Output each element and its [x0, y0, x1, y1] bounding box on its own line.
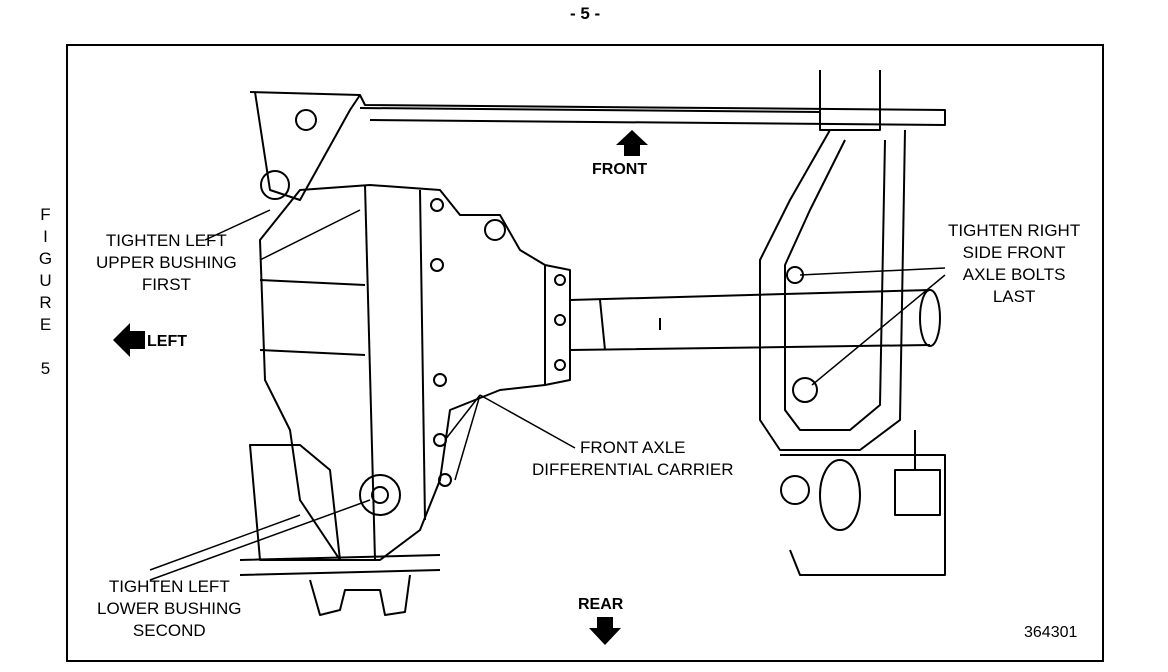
callout-line: TIGHTEN LEFT [105, 231, 227, 250]
leader-carrier-2 [444, 394, 481, 441]
callout-differential-carrier: FRONT AXLE DIFFERENTIAL CARRIER [532, 437, 734, 481]
figure-label: F I G U R E 5 [36, 204, 56, 380]
carrier-bolt [433, 433, 447, 447]
right-axle-bolt-lower [792, 377, 818, 403]
callout-left-lower-bushing: TIGHTEN LEFT LOWER BUSHING SECOND [97, 576, 242, 642]
figure-label-letter: U [39, 271, 53, 290]
bushing-upper-nut [260, 170, 290, 200]
figure-label-letter: G [38, 249, 54, 268]
right-bushing-nut [780, 475, 810, 505]
leader-lower-bushing-2 [149, 499, 371, 581]
frame-rail-top [249, 91, 946, 126]
right-bracket-arm [759, 129, 906, 451]
carrier-housing [259, 184, 571, 561]
leader-carrier [479, 394, 576, 449]
bushing-lower-bolt [371, 486, 389, 504]
figure-label-number: 5 [40, 359, 52, 378]
axle-tube [569, 289, 931, 351]
leader-right-lower [811, 274, 946, 386]
carrier-face [364, 184, 376, 561]
carrier-bolt [438, 473, 452, 487]
callout-line: DIFFERENTIAL CARRIER [532, 460, 734, 479]
callout-line: TIGHTEN RIGHT [948, 221, 1081, 240]
leader-right-upper [799, 267, 946, 276]
arrow-left-icon [113, 323, 145, 357]
callout-line: LAST [992, 287, 1036, 306]
bushing-lower-nut [359, 474, 401, 516]
callout-line: LOWER BUSHING [97, 599, 242, 618]
pinion-yoke [309, 574, 411, 616]
carrier-bolt [554, 274, 566, 286]
callout-line: AXLE BOLTS [962, 265, 1066, 284]
lower-frame [239, 554, 441, 576]
right-bracket [819, 70, 881, 131]
page-number: - 5 - [570, 4, 601, 23]
carrier-bolt [430, 198, 444, 212]
figure-label-letter: I [43, 227, 49, 246]
carrier-bolt [430, 258, 444, 272]
leader-upper-bushing-2 [259, 209, 361, 261]
right-frame-lower [780, 454, 946, 576]
callout-right-front-axle-bolts: TIGHTEN RIGHT SIDE FRONT AXLE BOLTS LAST [948, 220, 1080, 308]
direction-front-label: FRONT [592, 161, 648, 178]
carrier-bolt [433, 373, 447, 387]
carrier-face-right [419, 189, 426, 521]
figure-label-letter: R [39, 293, 53, 312]
axle-tube-seam [599, 299, 606, 351]
arrow-up-icon [616, 130, 648, 156]
callout-left-upper-bushing: TIGHTEN LEFT UPPER BUSHING FIRST [96, 230, 237, 296]
bushing-upper-bolt [295, 109, 317, 131]
figure-label-letter: F [40, 205, 52, 224]
carrier-flange [544, 265, 571, 385]
leader-carrier-3 [454, 394, 481, 481]
leader-lower-bushing [149, 514, 301, 571]
carrier-bolt [554, 314, 566, 326]
carrier-bolt [554, 359, 566, 371]
carrier-ridge [259, 279, 366, 356]
callout-line: SIDE FRONT [962, 243, 1066, 262]
frame-rail-top-inner [359, 107, 821, 113]
breather-cap [484, 219, 506, 241]
direction-left-label: LEFT [147, 333, 187, 350]
figure-number: 364301 [1024, 624, 1078, 641]
callout-line: UPPER BUSHING [96, 253, 237, 272]
right-bracket-inner [784, 139, 886, 431]
diagram-frame [66, 44, 1104, 662]
figure-label-letter: E [39, 315, 53, 334]
direction-rear-label: REAR [578, 596, 624, 613]
callout-line: FIRST [141, 275, 191, 294]
leader-upper-bushing [204, 209, 271, 241]
callout-line: FRONT AXLE [580, 438, 686, 457]
arrow-down-icon [589, 617, 621, 645]
callout-line: SECOND [132, 621, 206, 640]
axle-tube-end [919, 289, 941, 347]
callout-line: TIGHTEN LEFT [108, 577, 230, 596]
left-upper-bracket [254, 91, 361, 201]
right-bushing-mount [894, 469, 941, 516]
right-bushing [819, 459, 861, 531]
